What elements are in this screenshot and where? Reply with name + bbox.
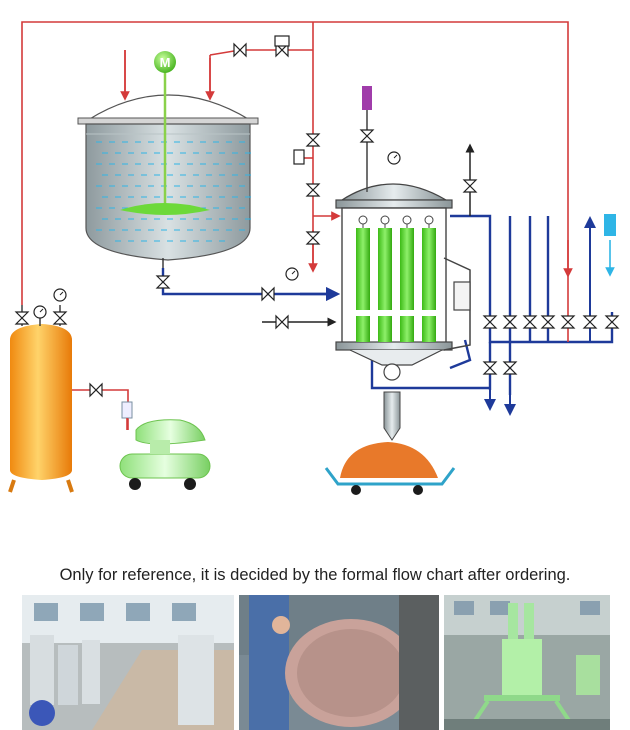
discharge-cart — [324, 467, 456, 486]
photo-filter-cake — [239, 595, 439, 730]
photo-workshop — [22, 595, 234, 730]
cart-wheel-left — [351, 485, 361, 495]
gauge-needle — [291, 270, 296, 275]
valve-icon — [233, 42, 247, 58]
valve-icon — [155, 275, 171, 289]
filter-element — [400, 228, 414, 342]
valve-actuator-icon — [293, 149, 305, 165]
valve-icon — [462, 179, 478, 193]
motor-icon — [154, 51, 176, 73]
gauge-needle — [39, 308, 44, 313]
filter-element-cap — [424, 215, 434, 225]
valve-icon — [359, 129, 375, 143]
valve-icon — [305, 133, 321, 147]
filter-element-band — [398, 310, 416, 316]
filter-element-band — [376, 310, 394, 316]
pressure-gauges — [33, 151, 401, 319]
valve-icon — [89, 382, 103, 398]
filter-cake-pile — [340, 442, 438, 478]
filtration-process-diagram: M — [8, 21, 620, 495]
valves — [14, 35, 620, 398]
discharge-chute — [383, 391, 401, 441]
mixing-tank — [77, 94, 259, 261]
filter-element — [422, 228, 436, 342]
filter-element-band — [354, 310, 372, 316]
valve-icon — [305, 231, 321, 245]
purple-dosing-cartridge — [362, 86, 372, 110]
filter-elements — [354, 215, 438, 342]
installed-filter-photo-icon — [444, 595, 610, 730]
valve-icon — [305, 183, 321, 197]
valve-actuator-icon — [274, 35, 290, 47]
valve-icon — [540, 315, 556, 329]
cart-wheel-right — [413, 485, 423, 495]
valve-icon — [14, 311, 30, 325]
valve-icon — [52, 311, 68, 325]
valve-icon — [275, 314, 289, 330]
valve-icon — [604, 315, 620, 329]
valve-icon — [502, 315, 518, 329]
valve-icon — [482, 361, 498, 375]
filter-element-cap — [358, 215, 368, 225]
filter-element — [356, 228, 370, 342]
filter-element-cap — [402, 215, 412, 225]
air-compressor — [119, 401, 211, 490]
cyan-dosing-cartridge — [604, 214, 616, 236]
valve-icon — [502, 361, 518, 375]
valve-icon — [560, 315, 576, 329]
valve-icon — [582, 315, 598, 329]
liquid-ripples — [96, 141, 251, 242]
gauge-needle — [59, 291, 64, 296]
filter-element-band — [420, 310, 438, 316]
valve-icon — [522, 315, 538, 329]
filter-element — [378, 228, 392, 342]
agitator-impeller — [120, 203, 210, 215]
gauge-needle — [393, 154, 398, 159]
reference-caption: Only for reference, it is decided by the… — [59, 566, 571, 584]
air-receiver-tank — [8, 305, 74, 493]
factory-workshop-photo-icon — [22, 595, 234, 730]
filter-cake-photo-icon — [239, 595, 439, 730]
photo-installed-filter — [444, 595, 610, 730]
valve-icon — [482, 315, 498, 329]
motor-label: M — [160, 55, 171, 70]
filter-element-cap — [380, 215, 390, 225]
valve-icon — [261, 286, 275, 302]
